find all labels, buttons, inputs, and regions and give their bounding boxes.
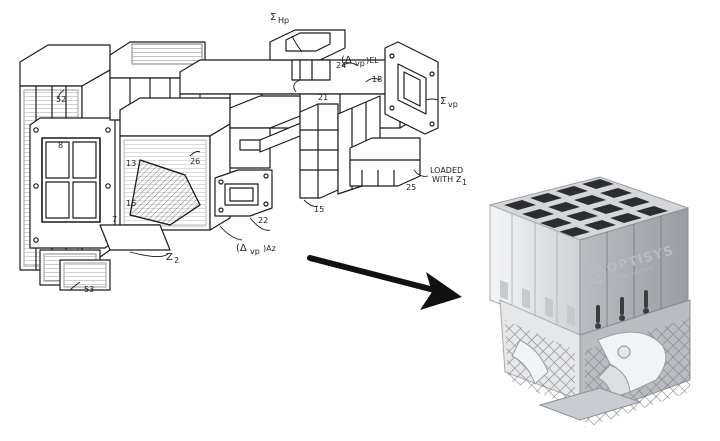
label-22: 22 [258,216,268,225]
label-25: 25 [406,183,416,192]
label-delta-el-tail: )EL [366,56,379,65]
delta-az-port [214,169,273,217]
label-18: 18 [372,75,382,84]
label-loaded-z-sub: 1 [462,178,467,187]
printed-antenna-feed: OPTISYS ANTENNA SOLUTIONS [488,176,691,428]
label-loaded-1: LOADED [430,166,463,175]
label-delta-el: (Δ [341,55,352,66]
label-15: 15 [314,205,324,214]
leader-lines [58,35,439,291]
label-sigma-hp-sub: Hp [278,16,289,25]
label-loaded-z: Z [456,175,462,184]
combiner-body [499,299,691,428]
label-16: 16 [126,199,136,208]
label-7: 7 [112,215,117,224]
label-z2-sub: 2 [174,256,179,265]
label-delta-az-sub: vp [250,247,260,256]
label-21: 21 [318,93,328,102]
label-sigma-vp: Σ [440,96,446,107]
label-26: 26 [190,157,200,166]
right-down-arrow-icon [307,255,462,310]
sum-hp-port [269,29,346,81]
label-8: 8 [58,141,63,150]
label-24: 24 [336,61,346,70]
bottom-blocks [59,224,171,291]
label-52: 52 [56,95,66,104]
label-loaded-2: WITH [432,175,453,184]
label-53: 53 [84,285,94,294]
label-sigma-hp: Σ [270,12,276,23]
label-delta-az: (Δ [236,243,247,254]
label-delta-az-tail: )Az [263,244,276,253]
feed-slots [595,290,649,329]
label-sigma-vp-sub: vp [448,100,458,109]
label-z2: Z [166,252,173,263]
loaded-waveguide [349,137,421,187]
patent-drawing: Σ Hp (Δ vp )EL Σ vp LOADED WITH Z 1 (Δ v… [19,12,467,294]
label-13: 13 [126,159,136,168]
sum-vp-port [384,41,439,135]
front-columns [489,204,689,336]
label-delta-el-sub: vp [355,59,365,68]
port-grid [504,179,668,237]
